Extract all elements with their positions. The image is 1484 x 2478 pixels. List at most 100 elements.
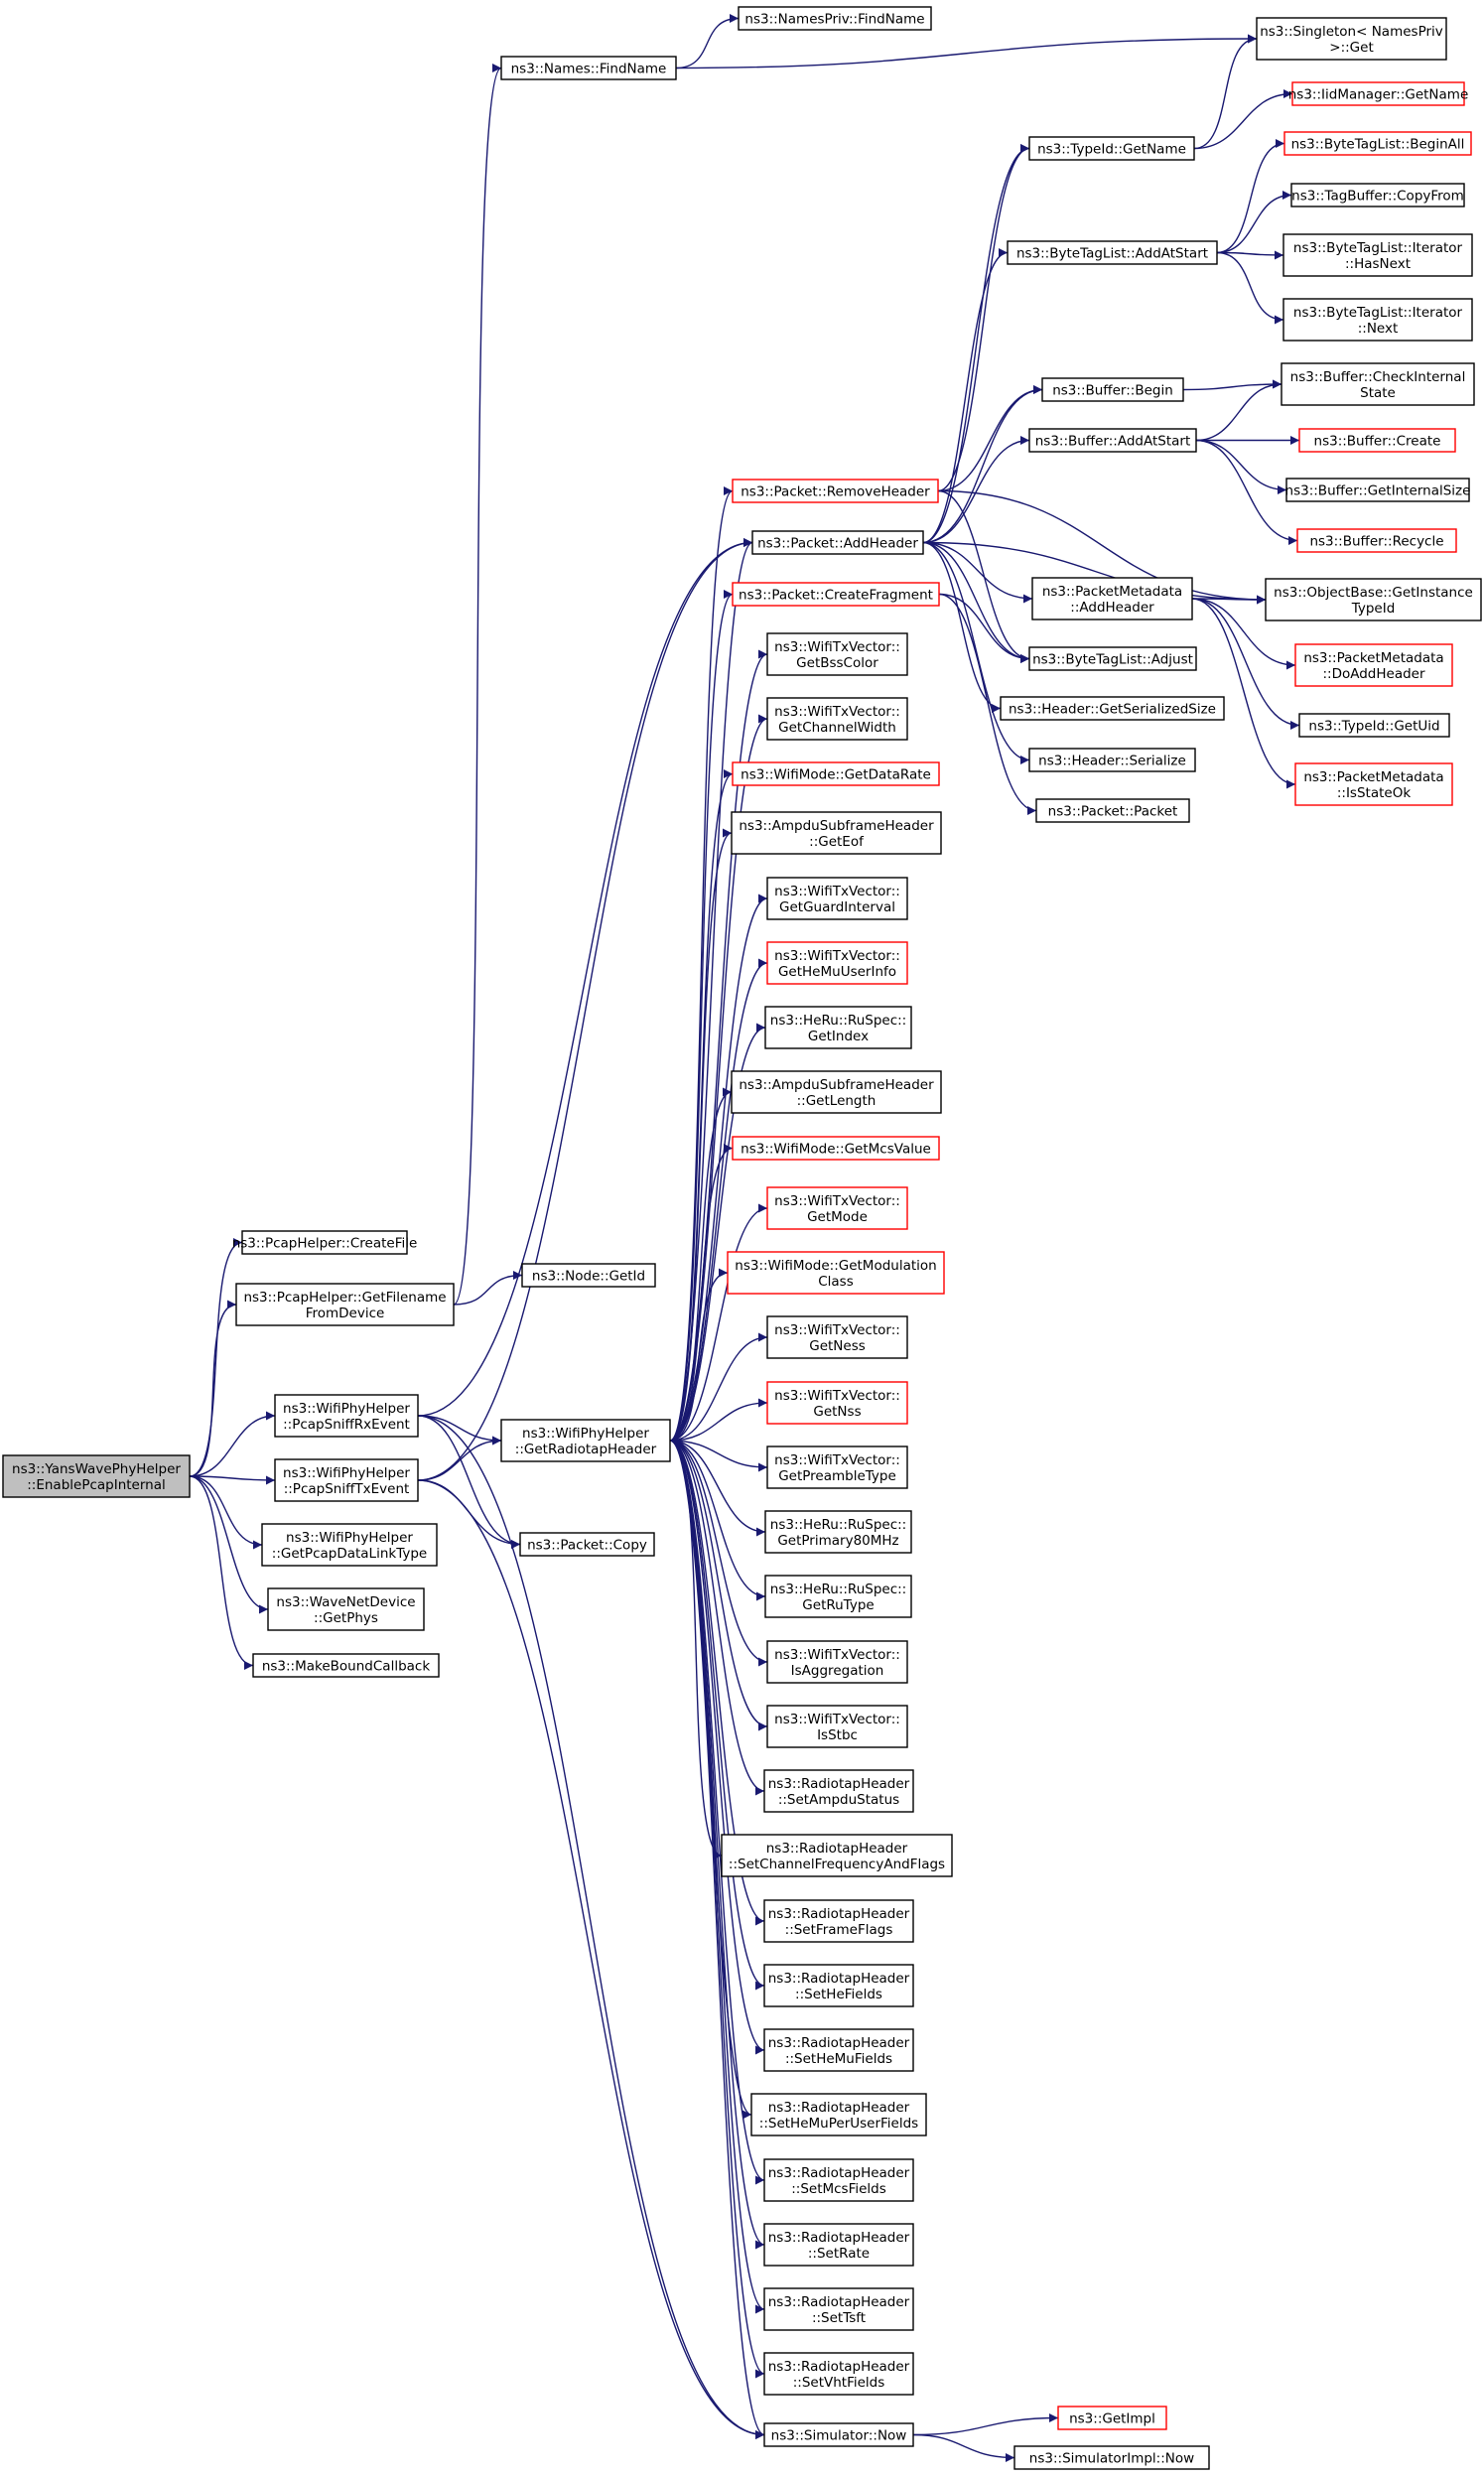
node-singleton_get[interactable]: ns3::Singleton< NamesPriv>::Get [1256, 17, 1447, 61]
node-label: ns3::RadiotapHeader [768, 1906, 910, 1922]
node-namespriv_findname[interactable]: ns3::NamesPriv::FindName [738, 6, 932, 31]
node-buffer_begin[interactable]: ns3::Buffer::Begin [1041, 377, 1184, 402]
node-label: ::SetHeFields [795, 1987, 882, 2002]
node-wavenetdevice_getphys[interactable]: ns3::WaveNetDevice::GetPhys [267, 1587, 425, 1631]
edge-path-packet_addheader-to-bytetaglist_adjust [922, 541, 1030, 663]
node-header_serialize[interactable]: ns3::Header::Serialize [1028, 748, 1196, 772]
node-packet_addheader[interactable]: ns3::Packet::AddHeader [751, 530, 924, 555]
node-btl_iter_next[interactable]: ns3::ByteTagList::Iterator::Next [1282, 298, 1473, 342]
node-label: GetBssColor [796, 655, 878, 671]
call-edge [669, 538, 753, 1442]
node-typeid_getuid[interactable]: ns3::TypeId::GetUid [1298, 713, 1450, 738]
node-buffer_create[interactable]: ns3::Buffer::Create [1298, 428, 1456, 453]
node-txv_getbsscolor[interactable]: ns3::WifiTxVector::GetBssColor [766, 632, 908, 676]
node-rt_setampdustatus[interactable]: ns3::RadiotapHeader::SetAmpduStatus [763, 1769, 914, 1813]
node-box [1282, 233, 1473, 277]
node-header_getserializedsize[interactable]: ns3::Header::GetSerializedSize [1000, 696, 1225, 721]
node-heru_getprimary80[interactable]: ns3::HeRu::RuSpec::GetPrimary80MHz [764, 1510, 912, 1554]
node-txv_getmode[interactable]: ns3::WifiTxVector::GetMode [766, 1186, 908, 1230]
node-packet_copy[interactable]: ns3::Packet::Copy [519, 1532, 655, 1557]
call-edge [417, 1415, 502, 1446]
node-txv_gethemuuserinfo[interactable]: ns3::WifiTxVector::GetHeMuUserInfo [766, 941, 908, 985]
node-txv_isaggregation[interactable]: ns3::WifiTxVector::IsAggregation [766, 1640, 908, 1684]
node-rt_setframeflags[interactable]: ns3::RadiotapHeader::SetFrameFlags [763, 1899, 914, 1943]
node-txv_getguardinterval[interactable]: ns3::WifiTxVector::GetGuardInterval [766, 877, 908, 920]
node-box [766, 941, 908, 985]
node-box [1281, 362, 1475, 406]
call-edge [675, 14, 740, 69]
call-edge [189, 1475, 276, 1485]
node-rt_sethefields[interactable]: ns3::RadiotapHeader::SetHeFields [763, 1964, 914, 2007]
node-ampdu_getlength[interactable]: ns3::AmpduSubframeHeader::GetLength [731, 1070, 942, 1114]
node-txv_isstbc[interactable]: ns3::WifiTxVector::IsStbc [766, 1705, 908, 1748]
node-label: ns3::TypeId::GetUid [1308, 719, 1439, 735]
node-label: ns3::WifiPhyHelper [286, 1530, 413, 1546]
node-packet_removeheader[interactable]: ns3::Packet::RemoveHeader [732, 479, 939, 503]
node-txv_getchannelwidth[interactable]: ns3::WifiTxVector::GetChannelWidth [766, 697, 908, 741]
node-box [763, 2223, 914, 2267]
node-rt_sethemuperuser[interactable]: ns3::RadiotapHeader::SetHeMuPerUserField… [750, 2093, 927, 2136]
node-wifimode_getmcsvalue[interactable]: ns3::WifiMode::GetMcsValue [732, 1136, 940, 1161]
node-pm_doaddheader[interactable]: ns3::PacketMetadata::DoAddHeader [1294, 643, 1453, 687]
node-makeboundcallback[interactable]: ns3::MakeBoundCallback [252, 1653, 440, 1678]
node-heru_getrutype[interactable]: ns3::HeRu::RuSpec::GetRuType [764, 1575, 912, 1618]
node-getimpl[interactable]: ns3::GetImpl [1057, 2406, 1167, 2430]
node-wifiphy_getdatalinktype[interactable]: ns3::WifiPhyHelper::GetPcapDataLinkType [261, 1523, 438, 1567]
node-label: GetPrimary80MHz [777, 1533, 898, 1549]
node-tagbuffer_copyfrom[interactable]: ns3::TagBuffer::CopyFrom [1290, 183, 1465, 207]
node-label: TypeId [1351, 601, 1396, 617]
node-simulator_now[interactable]: ns3::Simulator::Now [763, 2422, 914, 2447]
node-label: ns3::HeRu::RuSpec:: [770, 1013, 906, 1029]
call-edge [1191, 598, 1296, 789]
edge-path-wifiphy_getradiotap-to-txv_getness [669, 1332, 768, 1442]
node-rt_sethemufields[interactable]: ns3::RadiotapHeader::SetHeMuFields [763, 2028, 914, 2072]
node-btl_iter_hasnext[interactable]: ns3::ByteTagList::Iterator::HasNext [1282, 233, 1473, 277]
node-wifimode_getdatarate[interactable]: ns3::WifiMode::GetDataRate [732, 761, 940, 786]
node-packet_createfragment[interactable]: ns3::Packet::CreateFragment [732, 582, 940, 607]
node-wifiphy_snifftx[interactable]: ns3::WifiPhyHelper::PcapSniffTxEvent [274, 1458, 419, 1502]
node-packet_packet[interactable]: ns3::Packet::Packet [1035, 798, 1190, 823]
node-node_getid[interactable]: ns3::Node::GetId [521, 1263, 656, 1288]
node-wifiphy_getradiotap[interactable]: ns3::WifiPhyHelper::GetRadiotapHeader [500, 1419, 671, 1462]
node-heru_getindex[interactable]: ns3::HeRu::RuSpec::GetIndex [764, 1006, 912, 1049]
node-ampdu_geteof[interactable]: ns3::AmpduSubframeHeader::GetEof [731, 811, 942, 855]
call-edge [189, 1411, 276, 1477]
node-simulatorimpl_now[interactable]: ns3::SimulatorImpl::Now [1013, 2445, 1210, 2470]
node-bytetaglist_beginall[interactable]: ns3::ByteTagList::BeginAll [1283, 131, 1472, 156]
node-label: ::GetRadiotapHeader [515, 1442, 657, 1457]
node-bytetaglist_adjust[interactable]: ns3::ByteTagList::Adjust [1028, 646, 1197, 671]
edge-path-bytetaglist_addatstart-to-btl_iter_hasnext [1216, 250, 1284, 260]
node-rt_setchannelfreq[interactable]: ns3::RadiotapHeader::SetChannelFrequency… [721, 1834, 953, 1877]
node-pm_isstateok[interactable]: ns3::PacketMetadata::IsStateOk [1294, 762, 1453, 806]
node-rt_setrate[interactable]: ns3::RadiotapHeader::SetRate [763, 2223, 914, 2267]
node-wifiphy_sniffrx[interactable]: ns3::WifiPhyHelper::PcapSniffRxEvent [274, 1394, 419, 1438]
node-label: ns3::WifiTxVector:: [774, 1388, 900, 1404]
node-names_findname[interactable]: ns3::Names::FindName [500, 56, 677, 80]
node-txv_getpreambletype[interactable]: ns3::WifiTxVector::GetPreambleType [766, 1446, 908, 1489]
node-packetmetadata_addheader[interactable]: ns3::PacketMetadata::AddHeader [1031, 577, 1193, 620]
node-rt_settsft[interactable]: ns3::RadiotapHeader::SetTsft [763, 2287, 914, 2331]
node-rt_setmcsfields[interactable]: ns3::RadiotapHeader::SetMcsFields [763, 2158, 914, 2202]
node-txv_getnss[interactable]: ns3::WifiTxVector::GetNss [766, 1381, 908, 1425]
call-edge [669, 1440, 765, 1796]
node-box [1007, 240, 1218, 265]
edge-path-wifiphy_getradiotap-to-heru_getprimary80 [669, 1440, 766, 1537]
node-pcaphelper_createfile[interactable]: ns3::PcapHelper::CreateFile [232, 1230, 418, 1255]
node-box [731, 1070, 942, 1114]
node-txv_getness[interactable]: ns3::WifiTxVector::GetNess [766, 1315, 908, 1359]
node-iidmanager_getname[interactable]: ns3::IidManager::GetName [1288, 81, 1469, 106]
node-buffer_addatstart[interactable]: ns3::Buffer::AddAtStart [1028, 428, 1197, 453]
node-label: ::Next [1358, 321, 1399, 337]
node-label: ns3::PacketMetadata [1042, 584, 1182, 600]
call-edge [1191, 598, 1300, 730]
node-bytetaglist_addatstart[interactable]: ns3::ByteTagList::AddAtStart [1007, 240, 1218, 265]
node-buffer_getinternalsize[interactable]: ns3::Buffer::GetInternalSize [1285, 478, 1471, 502]
node-root[interactable]: ns3::YansWavePhyHelper::EnablePcapIntern… [2, 1454, 191, 1498]
node-typeid_getname[interactable]: ns3::TypeId::GetName [1028, 136, 1195, 161]
node-buffer_recycle[interactable]: ns3::Buffer::Recycle [1296, 528, 1457, 553]
node-rt_setvhtfields[interactable]: ns3::RadiotapHeader::SetVhtFields [763, 2352, 914, 2396]
